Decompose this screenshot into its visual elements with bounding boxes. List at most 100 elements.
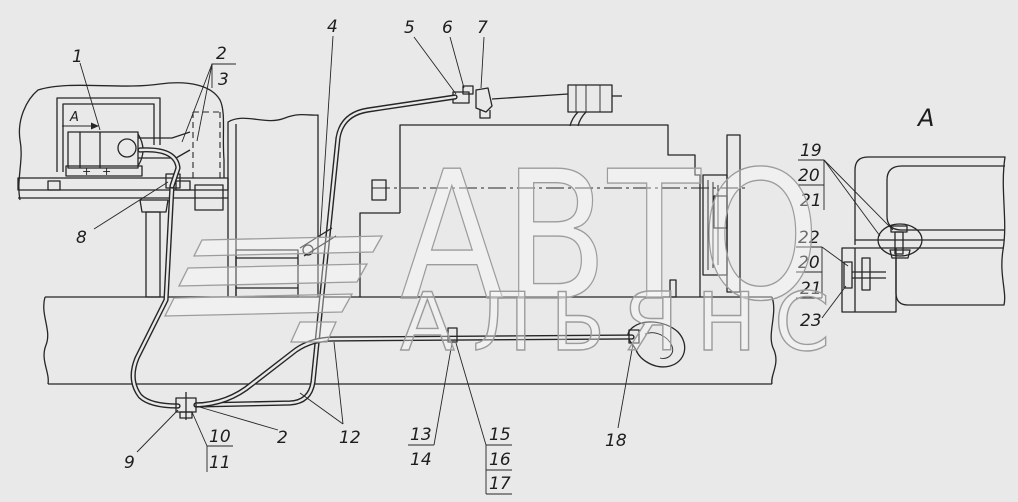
callout-14: 14 [410, 450, 432, 470]
watermark-logo [163, 235, 384, 343]
leader-2-top-b [196, 63, 213, 142]
frame-rail [43, 296, 777, 385]
bracket-block [194, 184, 224, 211]
leader-8 [93, 181, 169, 230]
bolt-22-shank [852, 271, 886, 279]
callout-4: 4 [327, 17, 338, 37]
leader-12-b [333, 341, 344, 425]
detail-view-label: A [916, 104, 934, 132]
callout-23: 23 [800, 311, 822, 331]
callout-9: 9 [124, 453, 135, 473]
view-arrow-a: A [62, 110, 99, 130]
callout-3: 3 [218, 70, 229, 90]
cable-4-inner [194, 95, 457, 407]
view-arrow-label: A [69, 110, 79, 125]
cable-left-inner [132, 184, 180, 408]
clamp-13 [447, 327, 458, 343]
pillar-bracket [139, 199, 169, 213]
leader-19-b [823, 159, 881, 237]
cab-section-outline [18, 82, 225, 201]
inset-section-outline [854, 156, 1006, 306]
callout-20-b: 20 [798, 253, 820, 273]
leader-4 [319, 35, 334, 239]
leader-12-a [299, 392, 344, 425]
flywheel-disc [726, 134, 741, 293]
leader-5 [413, 36, 457, 95]
fittings [175, 227, 640, 420]
leader-2-bottom [195, 405, 279, 431]
engine-side-boss [371, 179, 387, 201]
callout-12: 12 [339, 428, 361, 448]
leader-23 [821, 285, 847, 319]
callout-16: 16 [489, 450, 511, 470]
terminal-plus-1: + [82, 165, 91, 178]
callout-21-a: 21 [800, 191, 822, 211]
callout-21-b: 21 [800, 279, 822, 299]
engine-lower-left [359, 212, 400, 297]
callout-13: 13 [410, 425, 432, 445]
callouts: 1 2 3 4 5 6 7 8 9 10 11 2 12 13 14 15 16… [72, 17, 934, 494]
callout-2-bottom: 2 [277, 428, 288, 448]
callout-17: 17 [489, 474, 511, 494]
leader-lines [79, 35, 894, 495]
callout-22: 22 [798, 228, 820, 248]
clamp-18 [628, 329, 640, 344]
leader-19-21-separator [798, 159, 825, 210]
rail-stud [669, 279, 677, 298]
view-arrow-head [91, 122, 99, 130]
engine-block [399, 124, 701, 297]
leader-2-top-a [181, 63, 213, 143]
bolt-19-cutout [877, 223, 923, 257]
clutch-ribs [707, 180, 719, 270]
callout-19: 19 [800, 141, 822, 161]
cable-12-inner [194, 335, 634, 407]
pipe-cylinder-ribs [575, 85, 601, 112]
structure [17, 82, 777, 385]
connector-nut [462, 85, 474, 95]
bolt-19-nut [889, 249, 911, 259]
leader-19-a [823, 159, 894, 231]
callout-7: 7 [477, 18, 488, 38]
leader-22-21-separator [796, 246, 823, 299]
callout-20-a: 20 [798, 166, 820, 186]
callout-10: 10 [209, 427, 231, 447]
callout-8: 8 [76, 228, 87, 248]
leader-22 [821, 246, 849, 267]
cutout-18-inner [644, 332, 674, 359]
callout-6: 6 [442, 18, 453, 38]
leader-7 [480, 36, 485, 89]
leader-13 [433, 342, 453, 446]
leader-1 [79, 62, 101, 131]
callout-11: 11 [209, 453, 231, 473]
cable-harness [130, 94, 635, 409]
pipe-drop [569, 111, 587, 127]
callout-1: 1 [72, 47, 83, 67]
cable-relay-inner [138, 148, 180, 188]
connector-elbow [475, 87, 493, 113]
cutout-18 [627, 321, 686, 368]
relay-terminal [117, 138, 137, 158]
vertical-member [227, 113, 319, 297]
bolt-22-nut [861, 257, 871, 291]
battery-box-inner [62, 103, 155, 172]
leader-6 [449, 36, 465, 89]
leader-18 [617, 343, 634, 429]
terminal-plus-2: + [102, 165, 111, 178]
callout-15: 15 [489, 425, 511, 445]
relay-base [65, 165, 143, 177]
bolt-19-shank [894, 231, 904, 255]
inset-channel-inner [886, 165, 1005, 231]
cross-member-slot-right [175, 180, 191, 191]
watermark-line-1: АВТО [400, 133, 820, 340]
junction-nut [179, 411, 193, 419]
callout-2-top: 2 [216, 44, 227, 64]
leader-15 [455, 342, 487, 446]
battery-box-outer [56, 97, 161, 172]
leader-10 [191, 411, 208, 447]
callout-18: 18 [605, 431, 627, 451]
leader-15-17-separator [485, 444, 512, 495]
hidden-outline [192, 111, 221, 182]
leader-9 [136, 409, 179, 453]
callout-5: 5 [404, 18, 415, 38]
